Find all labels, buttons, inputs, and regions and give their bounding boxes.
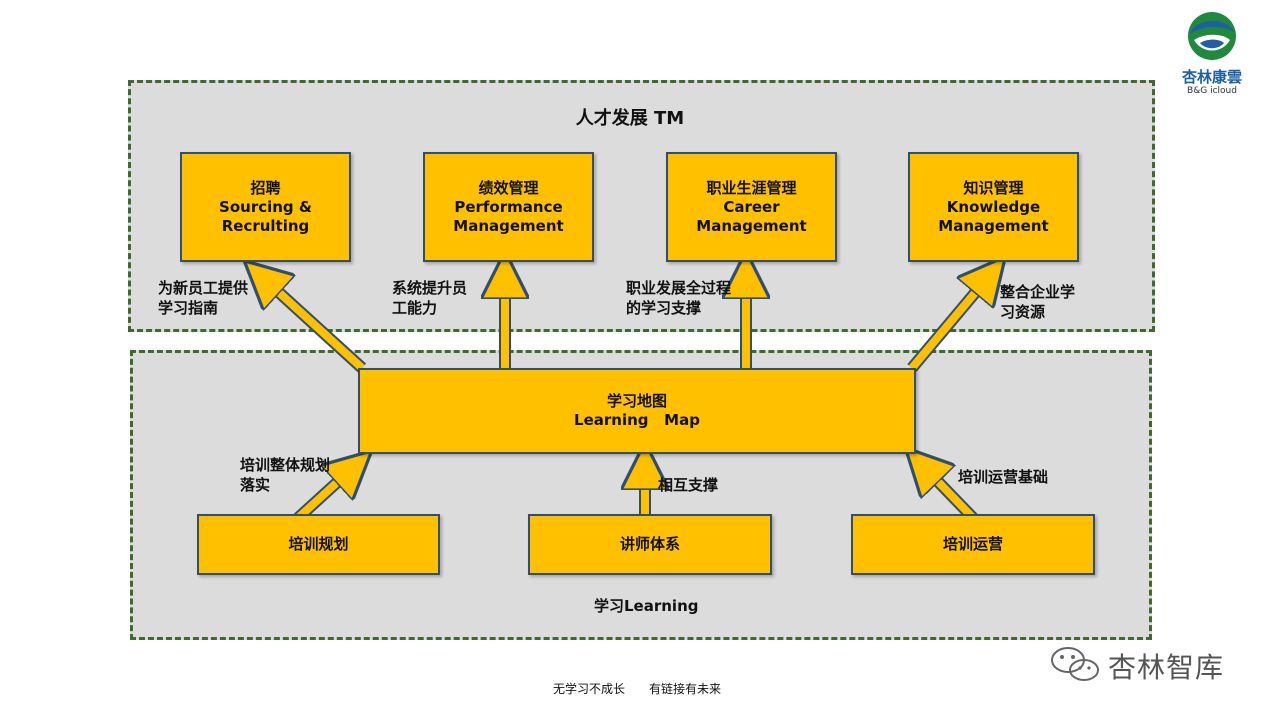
box-training-operations: 培训运营: [851, 514, 1095, 575]
box-career-en2: Management: [696, 216, 807, 235]
label-line: 系统提升员: [392, 279, 468, 297]
box-recruiting-en2: Recrulting: [221, 216, 310, 235]
label-training-planning-arrow: 培训整体规划 落实: [240, 455, 330, 495]
box-lecturer-system-label: 讲师体系: [619, 535, 680, 553]
box-knowledge: 知识管理 Knowledge Management: [908, 152, 1079, 262]
box-career-en1: Career: [723, 197, 780, 216]
label-line: 工能力: [392, 299, 438, 317]
label-line: 职业发展全过程: [626, 279, 732, 297]
label-career-arrow: 职业发展全过程 的学习支撑: [626, 278, 731, 318]
label-line: 整合企业学: [1000, 283, 1076, 301]
label-line: 的学习支撑: [626, 299, 702, 317]
box-performance-cn: 绩效管理: [478, 178, 539, 197]
box-knowledge-cn: 知识管理: [963, 178, 1024, 197]
label-lecturer-arrow: 相互支撑: [658, 475, 718, 495]
logo-name: 杏林康雲: [1181, 68, 1242, 86]
brand-logo: 杏林康雲 B&G icloud: [1172, 10, 1252, 100]
arrow-from-training-planning: [295, 467, 354, 521]
label-knowledge-arrow: 整合企业学 习资源: [1000, 282, 1075, 322]
learning-map-box: 学习地图 Learning Map: [358, 368, 916, 454]
label-line: 培训运营基础: [958, 468, 1049, 486]
box-training-operations-label: 培训运营: [942, 535, 1003, 553]
box-recruiting-cn: 招聘: [250, 178, 281, 197]
box-career: 职业生涯管理 Career Management: [666, 152, 837, 262]
box-performance: 绩效管理 Performance Management: [423, 152, 594, 262]
watermark-text: 杏林智库: [1108, 651, 1225, 684]
box-training-planning-label: 培训规划: [288, 535, 349, 553]
logo-subtitle: B&G icloud: [1187, 86, 1237, 96]
box-recruiting-en1: Sourcing &: [219, 197, 312, 216]
label-line: 为新员工提供: [158, 279, 249, 297]
label-training-operations-arrow: 培训运营基础: [958, 467, 1048, 487]
arrow-to-recruiting: [262, 277, 365, 371]
box-career-cn: 职业生涯管理: [706, 178, 797, 197]
arrow-to-knowledge: [908, 275, 990, 371]
learning-panel-title: 学习Learning: [594, 597, 699, 615]
label-line: 落实: [240, 476, 271, 494]
box-performance-en1: Performance: [454, 197, 563, 216]
footer-left-text: 无学习不成长: [553, 682, 626, 696]
learning-map-cn: 学习地图: [606, 392, 667, 410]
label-performance-arrow: 系统提升员 工能力: [392, 278, 467, 318]
wechat-icon: [1051, 647, 1099, 681]
label-recruiting-arrow: 为新员工提供 学习指南: [158, 278, 248, 318]
learning-map-en: Learning Map: [574, 411, 700, 429]
label-line: 学习指南: [158, 299, 219, 317]
box-knowledge-en2: Management: [938, 216, 1049, 235]
box-knowledge-en1: Knowledge: [946, 197, 1041, 216]
footer-right-text: 有链接有未来: [649, 682, 722, 696]
label-line: 培训整体规划: [240, 456, 331, 474]
box-performance-en2: Management: [453, 216, 564, 235]
box-recruiting: 招聘 Sourcing & Recrulting: [180, 152, 351, 262]
label-line: 习资源: [1000, 303, 1046, 321]
talent-development-title: 人才发展 TM: [575, 108, 685, 129]
box-lecturer-system: 讲师体系: [528, 514, 772, 575]
arrow-from-training-operations: [922, 465, 981, 526]
label-line: 相互支撑: [658, 476, 719, 494]
logo-emblem-icon: [1188, 12, 1236, 60]
box-training-planning: 培训规划: [197, 514, 440, 575]
